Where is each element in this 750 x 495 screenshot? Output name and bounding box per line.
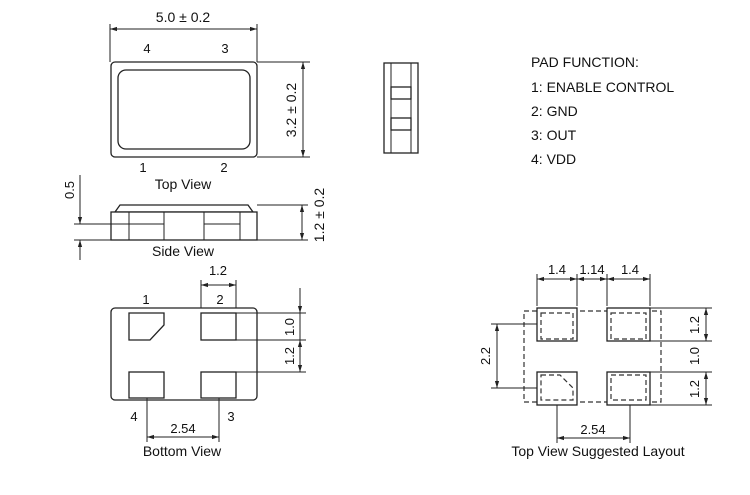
pin-4-label: 4: [143, 41, 150, 56]
height-dim: 3.2 ± 0.2: [283, 83, 299, 138]
bottom-view: 1.2 1 2 1.0 1.2 4 3 2.54 Bottom View: [110, 263, 306, 459]
pitch-dim: 2.54: [170, 421, 195, 436]
layout-pad-width-2: 1.4: [621, 262, 639, 277]
pad-function-list: PAD FUNCTION: 1: ENABLE CONTROL 2: GND 3…: [531, 54, 674, 167]
pin-2-label: 2: [220, 160, 227, 175]
layout-gap-vertical: 1.0: [687, 347, 702, 365]
bottom-pin-2: 2: [216, 292, 223, 307]
layout-pad-width-1: 1.4: [548, 262, 566, 277]
pad-function-item: 3: OUT: [531, 127, 577, 143]
bottom-pin-1: 1: [142, 292, 149, 307]
layout-pad-height-2: 1.2: [687, 380, 702, 398]
pad-function-item: 4: VDD: [531, 151, 576, 167]
layout-span-dim: 2.2: [478, 347, 493, 365]
bottom-view-caption: Bottom View: [143, 443, 222, 459]
offset-dim: 0.5: [62, 181, 77, 199]
pad-gap-dim: 1.2: [282, 347, 297, 365]
top-view: 5.0 ± 0.2 4 3 3.2 ± 0.2 1 2 Top View: [109, 9, 310, 192]
end-view: [383, 62, 419, 154]
width-dim: 5.0 ± 0.2: [156, 9, 211, 25]
pad-function-title: PAD FUNCTION:: [531, 54, 639, 70]
pad-function-item: 1: ENABLE CONTROL: [531, 79, 674, 95]
pin-1-label: 1: [139, 160, 146, 175]
side-view: 0.5 1.2 ± 0.2 Side View: [62, 175, 327, 260]
bottom-pin-3: 3: [227, 409, 234, 424]
layout-gap: 1.14: [579, 262, 604, 277]
suggested-layout: 1.4 1.14 1.4 1.2 1.0 1.2 2.2 2.54 Top Vi…: [478, 262, 712, 459]
pad-width-dim: 1.2: [209, 263, 227, 278]
layout-pitch-dim: 2.54: [580, 422, 605, 437]
bottom-pin-4: 4: [130, 409, 137, 424]
side-height-dim: 1.2 ± 0.2: [311, 188, 327, 243]
top-view-caption: Top View: [155, 176, 212, 192]
layout-pad-height-1: 1.2: [687, 316, 702, 334]
side-view-caption: Side View: [152, 243, 215, 259]
lid: [117, 69, 251, 150]
layout-caption: Top View Suggested Layout: [511, 443, 684, 459]
pad-function-item: 2: GND: [531, 103, 578, 119]
pin-3-label: 3: [221, 41, 228, 56]
pad-height-dim: 1.0: [282, 318, 297, 336]
